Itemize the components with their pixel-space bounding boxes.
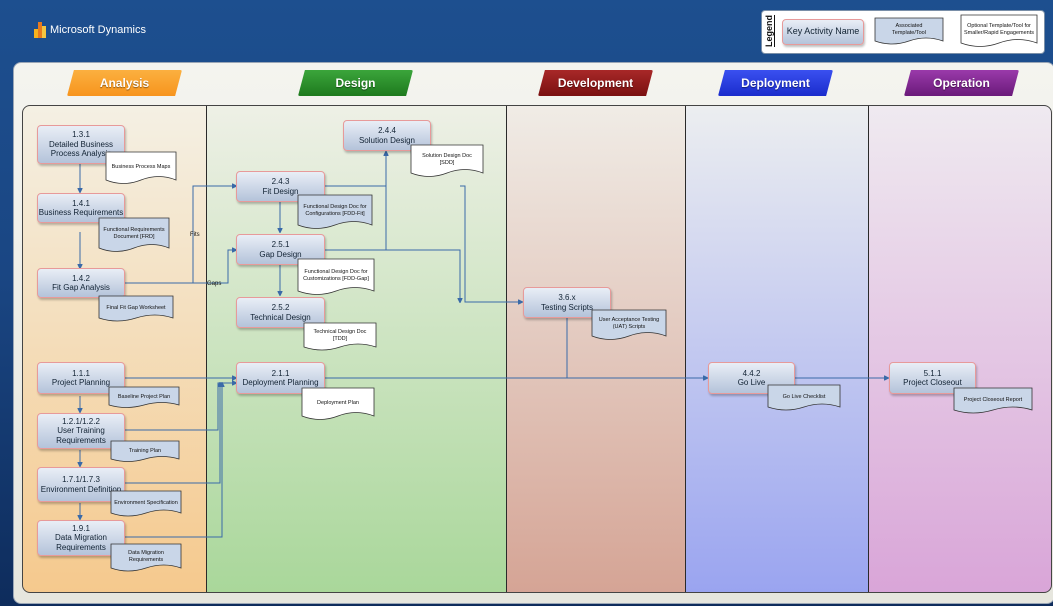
doc-baseline-project-plan[interactable]: Baseline Project Plan [108,386,180,412]
legend-optional-template: Optional Template/Tool for Smaller/Rapid… [960,14,1038,50]
doc-solution-design-doc[interactable]: Solution Design Doc [SDD] [410,144,484,180]
doc-final-fit-gap-worksheet[interactable]: Final Fit Gap Worksheet [98,295,174,325]
doc-functional-design-doc-fit[interactable]: Functional Design Doc for Configurations… [297,194,373,232]
doc-go-live-checklist[interactable]: Go Live Checklist [767,384,841,414]
legend-key-activity: Key Activity Name [782,19,864,45]
phase-operation: Operation [904,70,1019,96]
doc-uat-scripts[interactable]: User Acceptance Testing (UAT) Scripts [591,309,667,343]
label-fits: Fits [190,232,200,238]
legend-title: Legend [764,14,774,47]
doc-business-process-maps[interactable]: Business Process Maps [105,151,177,187]
legend: Legend Key Activity Name Associated Temp… [761,10,1045,54]
lane-operation [869,105,1051,593]
phase-development: Development [538,70,653,96]
process-canvas: Analysis Design Development Deployment O… [13,62,1053,604]
phase-deployment: Deployment [718,70,833,96]
doc-data-migration-requirements[interactable]: Data Migration Requirements [110,543,182,575]
doc-technical-design-doc[interactable]: Technical Design Doc [TDD] [303,322,377,354]
lane-development [507,105,686,593]
brand-name: Microsoft Dynamics [50,24,146,36]
phase-design: Design [298,70,413,96]
lane-deployment [686,105,869,593]
doc-functional-requirements-document[interactable]: Functional Requirements Document [FRD] [98,217,170,255]
label-gaps: Gaps [207,281,222,287]
brand-logo: Microsoft Dynamics [34,22,146,38]
legend-associated-template: Associated Template/Tool [874,17,944,47]
doc-project-closeout-report[interactable]: Project Closeout Report [953,387,1033,417]
dynamics-logo-icon [34,22,46,38]
doc-deployment-plan[interactable]: Deployment Plan [301,387,375,423]
doc-training-plan[interactable]: Training Plan [110,440,180,466]
phase-analysis: Analysis [67,70,182,96]
doc-functional-design-doc-gap[interactable]: Functional Design Doc for Customizations… [297,258,375,298]
doc-environment-specification[interactable]: Environment Specification [110,490,182,520]
